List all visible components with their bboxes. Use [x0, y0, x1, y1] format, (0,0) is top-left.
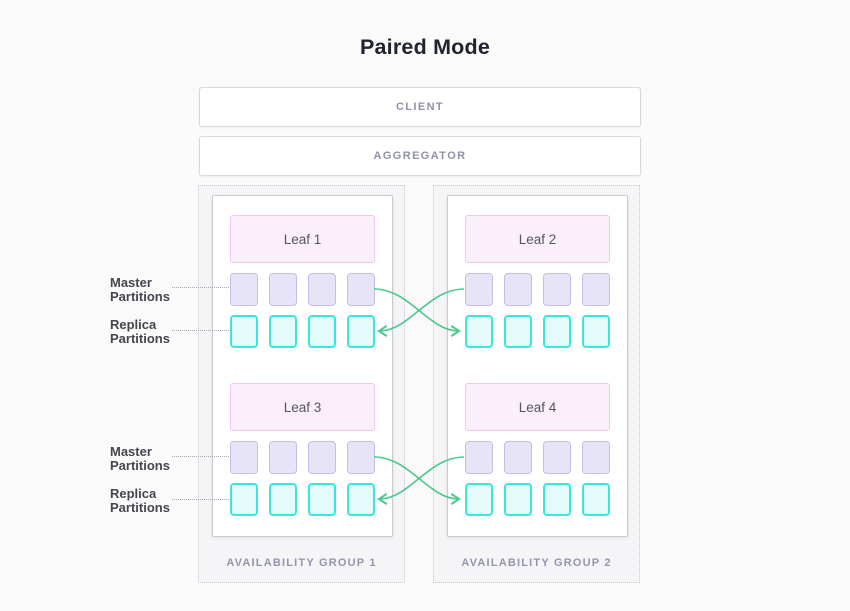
replica-partition-square: [269, 315, 297, 348]
leaf-1-master-row: [230, 273, 375, 306]
page-title: Paired Mode: [359, 35, 491, 59]
leaf-1-replica-row: [230, 315, 375, 348]
leaf-unit-leaf-2: Leaf 2: [465, 215, 610, 348]
master-partition-square: [504, 441, 532, 474]
master-partition-square: [504, 273, 532, 306]
leaf-unit-leaf-3: Leaf 3: [230, 383, 375, 516]
replica-partition-square: [465, 315, 493, 348]
master-partition-square: [582, 441, 610, 474]
replica-partition-square: [230, 315, 258, 348]
leaf-2-label: Leaf 2: [518, 231, 557, 247]
master-partition-square: [465, 441, 493, 474]
master-partition-square: [230, 273, 258, 306]
master-partition-square: [543, 273, 571, 306]
master-partition-square: [543, 441, 571, 474]
leaf-3-box: Leaf 3: [230, 383, 375, 431]
leaf-4-box: Leaf 4: [465, 383, 610, 431]
replica-partition-square: [308, 483, 336, 516]
dotted-leader-line: [172, 330, 229, 331]
replica-partition-square: [504, 483, 532, 516]
leaf-unit-leaf-1: Leaf 1: [230, 215, 375, 348]
aggregator-label: AGGREGATOR: [373, 150, 467, 162]
leaf-3-replica-row: [230, 483, 375, 516]
master-partitions-label: Master Partitions: [110, 444, 170, 473]
replica-partition-square: [582, 483, 610, 516]
master-partition-square: [308, 273, 336, 306]
replica-partitions-label: Replica Partitions: [110, 486, 170, 515]
leaf-container-group-2: Leaf 2 Leaf 4: [447, 195, 628, 537]
master-partition-square: [347, 441, 375, 474]
dotted-leader-line: [172, 499, 229, 500]
master-partition-square: [308, 441, 336, 474]
master-partition-square: [347, 273, 375, 306]
leaf-2-replica-row: [465, 315, 610, 348]
master-partition-square: [465, 273, 493, 306]
master-partitions-label: Master Partitions: [110, 275, 170, 304]
dotted-leader-line: [172, 287, 229, 288]
replica-partition-square: [308, 315, 336, 348]
leaf-unit-leaf-4: Leaf 4: [465, 383, 610, 516]
master-partition-square: [269, 441, 297, 474]
master-partition-square: [230, 441, 258, 474]
replica-partition-square: [347, 315, 375, 348]
replica-partition-square: [543, 483, 571, 516]
leaf-4-master-row: [465, 441, 610, 474]
leaf-1-label: Leaf 1: [283, 231, 322, 247]
replica-partition-square: [347, 483, 375, 516]
leaf-4-replica-row: [465, 483, 610, 516]
leaf-3-label: Leaf 3: [283, 399, 322, 415]
leaf-container-group-1: Leaf 1 Leaf 3: [212, 195, 393, 537]
client-label: CLIENT: [395, 101, 445, 113]
dotted-leader-line: [172, 456, 229, 457]
replica-partitions-label: Replica Partitions: [110, 317, 170, 346]
replica-partition-square: [504, 315, 532, 348]
leaf-1-box: Leaf 1: [230, 215, 375, 263]
leaf-2-master-row: [465, 273, 610, 306]
availability-group-2: Leaf 2 Leaf 4: [433, 185, 640, 583]
replica-partition-square: [465, 483, 493, 516]
master-partition-square: [582, 273, 610, 306]
replica-partition-square: [582, 315, 610, 348]
master-partition-square: [269, 273, 297, 306]
aggregator-box: AGGREGATOR: [199, 136, 641, 176]
leaf-3-master-row: [230, 441, 375, 474]
replica-partition-square: [543, 315, 571, 348]
availability-group-1: Leaf 1 Leaf 3: [198, 185, 405, 583]
leaf-2-box: Leaf 2: [465, 215, 610, 263]
replica-partition-square: [230, 483, 258, 516]
leaf-4-label: Leaf 4: [518, 399, 557, 415]
client-box: CLIENT: [199, 87, 641, 127]
availability-group-1-label: AVAILABILITY GROUP 1: [226, 557, 377, 569]
availability-group-2-label: AVAILABILITY GROUP 2: [461, 557, 612, 569]
replica-partition-square: [269, 483, 297, 516]
